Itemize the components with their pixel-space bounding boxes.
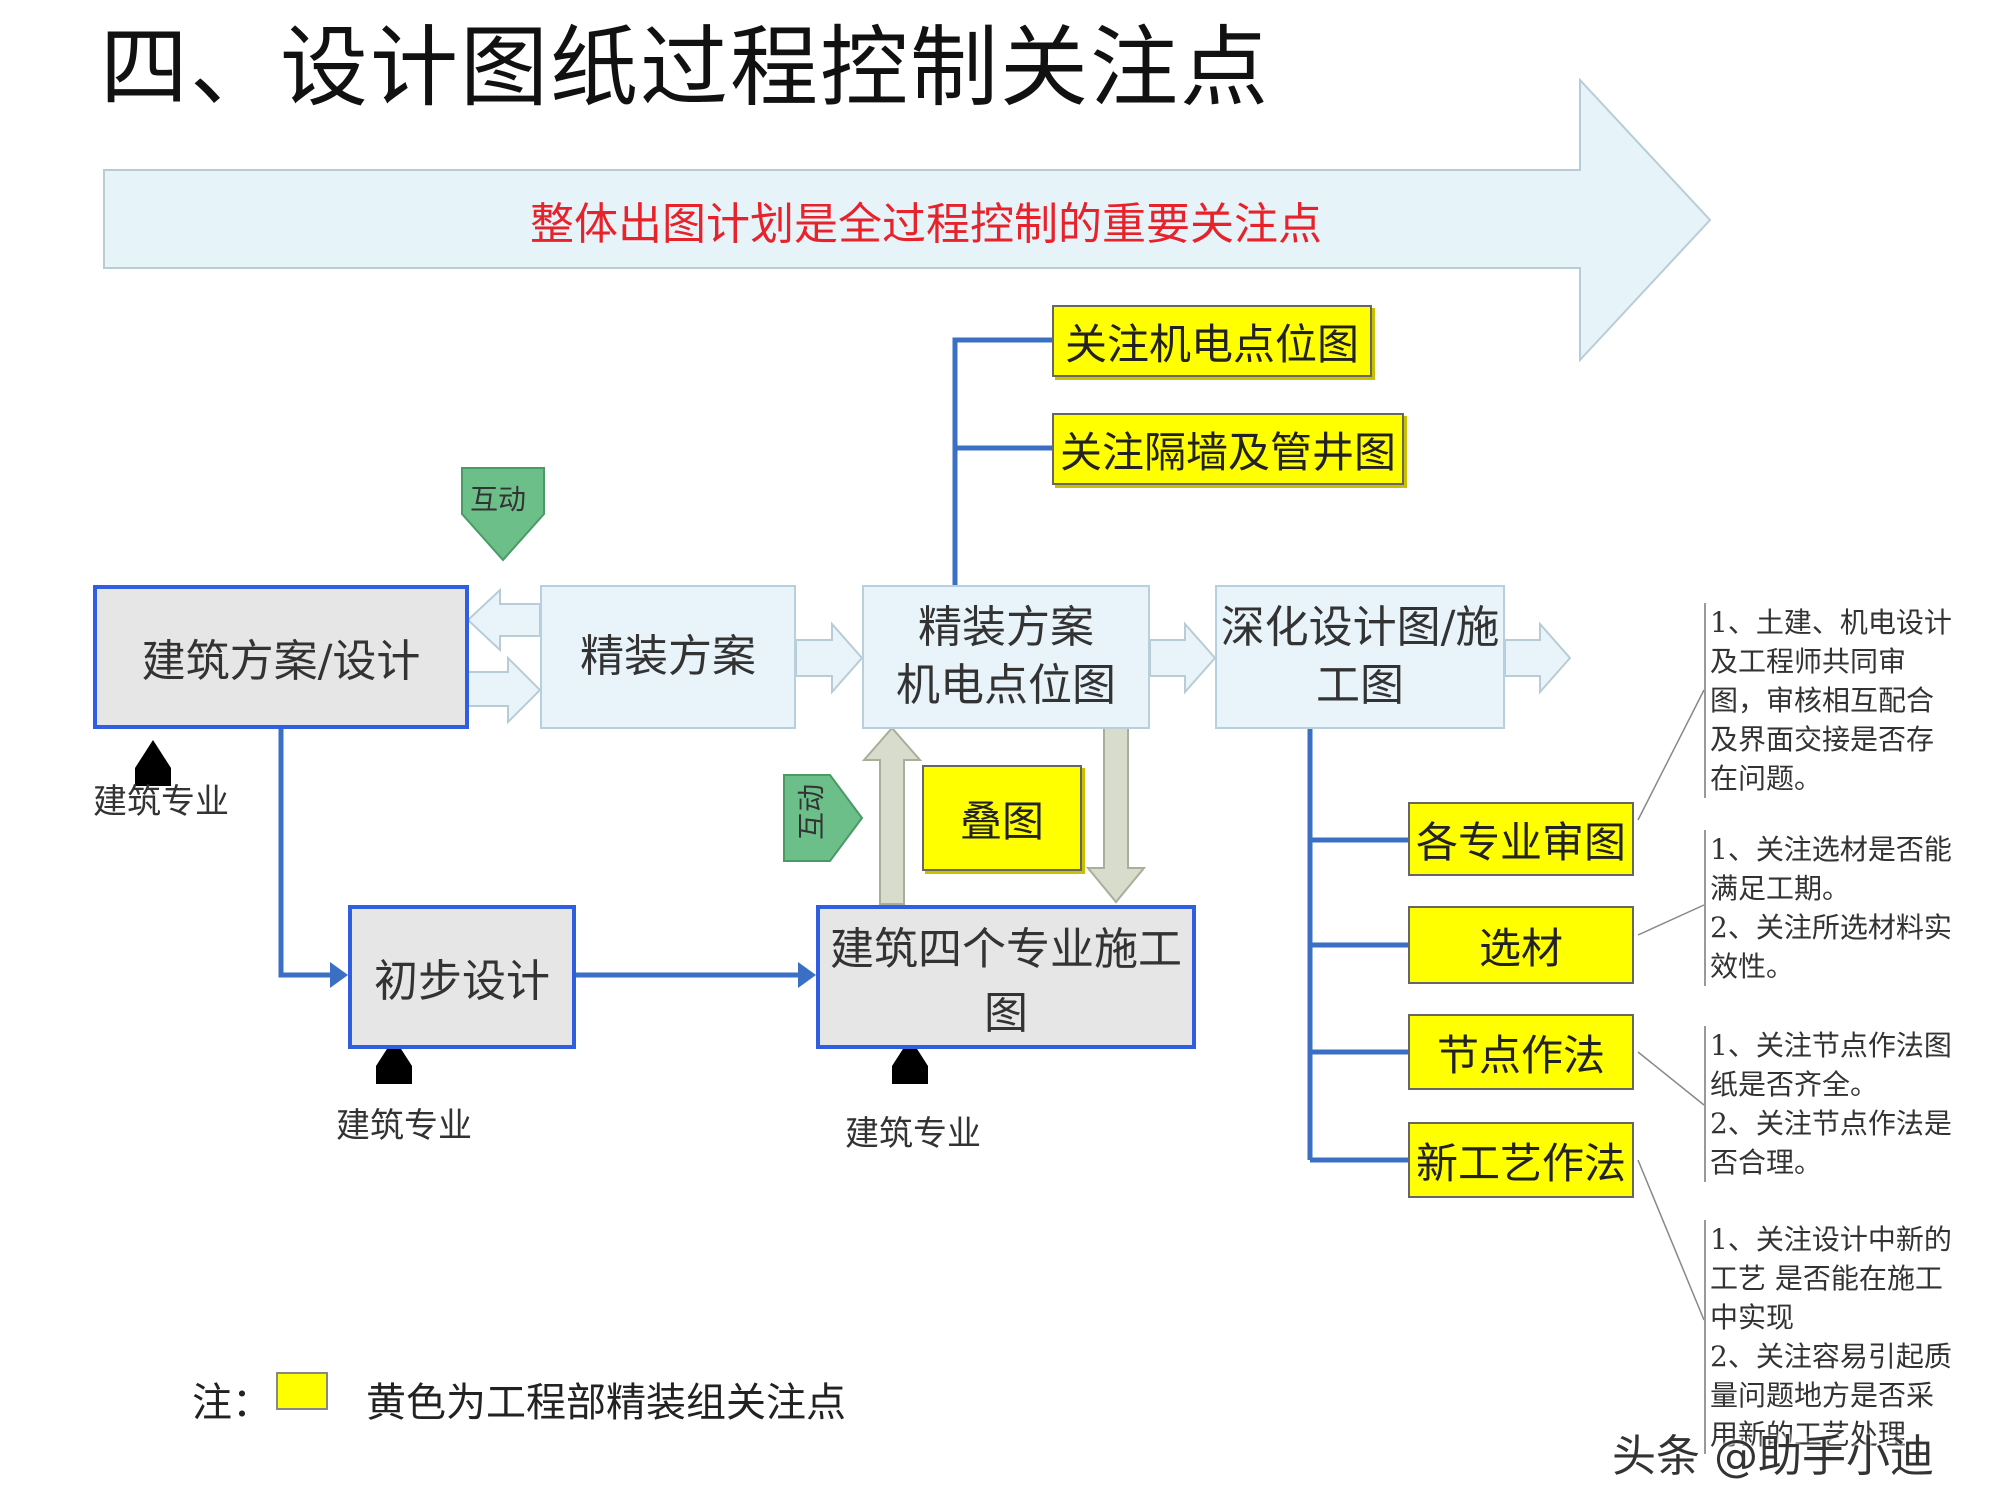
yellow-material-label: 选材 — [1478, 923, 1563, 973]
note-material-line: 2、关注所选材料实 — [1710, 911, 1952, 944]
legend-prefix: 注： — [192, 1380, 272, 1426]
detail-design-line1: 深化设计图/施 — [1220, 602, 1500, 653]
prelim-design-label: 初步设计 — [374, 956, 550, 1007]
note-line-material — [1637, 904, 1705, 936]
note-material-line: 1、关注选材是否能 — [1710, 833, 1952, 866]
note-review-line: 在问题。 — [1710, 762, 1823, 795]
connector-arch-to-prelim — [278, 725, 330, 978]
note-review-line: 及工程师共同审 — [1710, 645, 1907, 678]
up-arrow — [861, 726, 923, 905]
banner-arrow — [103, 77, 1712, 363]
note-review-line: 1、土建、机电设计 — [1710, 606, 1952, 639]
yellow-review: 各专业审图 — [1408, 802, 1634, 876]
house-marker-3 — [892, 1038, 928, 1084]
yellow-node-label: 节点作法 — [1436, 1030, 1605, 1080]
yellow-mep-points-label: 关注机电点位图 — [1064, 319, 1359, 369]
note-line-node — [1637, 1051, 1705, 1106]
prelim-design-box: 初步设计 — [348, 905, 576, 1049]
note-process-line: 2、关注容易引起质 — [1710, 1340, 1952, 1373]
arch-design-box: 建筑方案/设计 — [93, 585, 469, 729]
note-review-line: 图，审核相互配合 — [1710, 684, 1935, 717]
legend-swatch — [276, 1372, 328, 1410]
yellow-process: 新工艺作法 — [1408, 1122, 1634, 1198]
yellow-overlay-label: 叠图 — [959, 796, 1044, 846]
arrowhead-prelim — [330, 962, 348, 988]
hollow-arrow-scheme-to-mep — [795, 621, 864, 695]
house-marker-2 — [376, 1038, 412, 1084]
down-arrow — [1085, 727, 1147, 904]
four-specialty-box: 建筑四个专业施工图 — [816, 905, 1196, 1049]
note-node: 1、关注节点作法图 纸是否齐全。 2、关注节点作法是 否合理。 — [1704, 1026, 1966, 1182]
four-specialty-label: 建筑四个专业施工图 — [830, 924, 1182, 1039]
detail-design-line2: 工图 — [1316, 660, 1404, 711]
arch-design-label: 建筑方案/设计 — [141, 636, 421, 687]
note-review: 1、土建、机电设计 及工程师共同审 图，审核相互配合 及界面交接是否存 在问题。 — [1704, 603, 1966, 798]
note-node-line: 2、关注节点作法是 — [1710, 1107, 1952, 1140]
interact-tag-top — [461, 467, 545, 562]
yellow-node: 节点作法 — [1408, 1014, 1634, 1090]
hollow-arrow-mep-to-detail — [1149, 621, 1217, 695]
yellow-material: 选材 — [1408, 906, 1634, 984]
finish-scheme-box: 精装方案 — [540, 585, 796, 729]
interact-tag-side-label: 互动 — [795, 783, 828, 840]
banner-text: 整体出图计划是全过程控制的重要关注点 — [530, 199, 1322, 250]
hollow-arrow-back — [466, 587, 541, 653]
note-material-line: 效性。 — [1710, 950, 1795, 983]
note-process: 1、关注设计中新的 工艺 是否能在施工 中实现 2、关注容易引起质 量问题地方是… — [1704, 1220, 1966, 1454]
house-marker-1 — [135, 740, 171, 786]
interact-tag-top-label: 互动 — [470, 483, 527, 516]
arrowhead-four — [798, 962, 816, 988]
yellow-partition-label: 关注隔墙及管井图 — [1059, 427, 1396, 477]
note-process-line: 量问题地方是否采 — [1710, 1379, 1935, 1412]
note-material: 1、关注选材是否能 满足工期。 2、关注所选材料实 效性。 — [1704, 830, 1966, 986]
note-review-line: 及界面交接是否存 — [1710, 723, 1935, 756]
finish-mep-line1: 精装方案 — [918, 602, 1094, 653]
arch-specialty-label-3: 建筑专业 — [845, 1114, 981, 1154]
finish-scheme-label: 精装方案 — [580, 631, 756, 682]
detail-design-box: 深化设计图/施 工图 — [1215, 585, 1505, 729]
arch-specialty-label-1: 建筑专业 — [93, 782, 229, 822]
note-node-line: 否合理。 — [1710, 1146, 1823, 1179]
note-process-line: 1、关注设计中新的 — [1710, 1223, 1952, 1256]
note-node-line: 纸是否齐全。 — [1710, 1068, 1879, 1101]
arch-specialty-label-2: 建筑专业 — [336, 1106, 472, 1146]
note-node-line: 1、关注节点作法图 — [1710, 1029, 1952, 1062]
note-line-process — [1637, 1159, 1705, 1321]
hollow-arrow-detail-out — [1504, 621, 1572, 695]
legend-text: 黄色为工程部精装组关注点 — [366, 1380, 846, 1426]
page-title: 四、设计图纸过程控制关注点 — [100, 16, 1271, 119]
finish-mep-line2: 机电点位图 — [896, 660, 1116, 711]
note-process-line: 工艺 是否能在施工 — [1710, 1262, 1943, 1295]
connector-to-yellow-top — [952, 337, 1052, 585]
yellow-mep-points: 关注机电点位图 — [1052, 305, 1372, 377]
note-process-line: 中实现 — [1710, 1301, 1795, 1334]
watermark: 头条 @助手小迪 — [1612, 1431, 1934, 1482]
interact-tag-side — [783, 774, 864, 862]
note-process-line: 用新的工艺处理 — [1710, 1418, 1907, 1451]
note-material-line: 满足工期。 — [1710, 872, 1851, 905]
yellow-partition: 关注隔墙及管井图 — [1052, 413, 1404, 485]
note-line-review — [1637, 689, 1705, 821]
yellow-overlay: 叠图 — [922, 765, 1082, 871]
finish-mep-box: 精装方案 机电点位图 — [862, 585, 1150, 729]
yellow-review-label: 各专业审图 — [1415, 817, 1626, 867]
hollow-arrow-forward — [467, 655, 542, 725]
yellow-process-label: 新工艺作法 — [1415, 1138, 1626, 1188]
